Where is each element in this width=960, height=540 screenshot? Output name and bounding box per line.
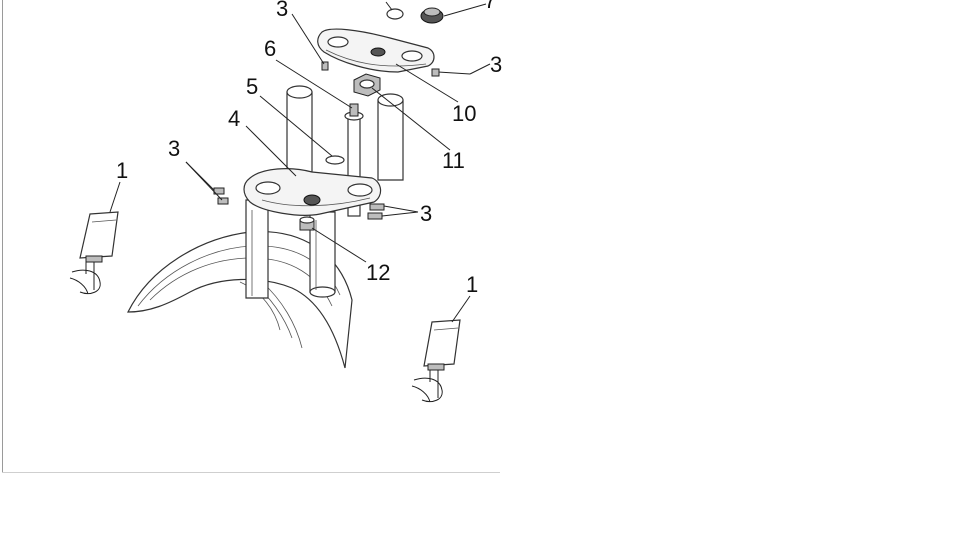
clamp-bolts-right (367, 203, 385, 220)
clamp-bolts-left (213, 187, 229, 205)
callout-12: 12 (366, 260, 390, 285)
long-bolt-right (431, 68, 471, 77)
top-cap-nut (386, 7, 444, 24)
lower-triple-clamp (243, 168, 382, 216)
right-fork-tube (309, 93, 404, 298)
callout-4: 4 (228, 106, 240, 131)
upper-triple-clamp (317, 28, 435, 73)
reflector-assembly-right (411, 319, 461, 403)
stem-nut (353, 73, 381, 97)
callout-5: 5 (246, 74, 258, 99)
reflector-assembly-left (69, 211, 119, 295)
callout-3-top-right: 3 (490, 52, 502, 77)
callout-1-right: 1 (466, 272, 478, 297)
callout-3-right: 3 (420, 201, 432, 226)
callout-10: 10 (452, 101, 476, 126)
callout-6: 6 (264, 36, 276, 61)
callout-11: 11 (442, 148, 465, 173)
stem-bushing (299, 216, 315, 231)
callout-3-top: 3 (276, 0, 288, 21)
callout-1-left: 1 (116, 158, 128, 183)
callout-7: 7 (484, 0, 496, 13)
left-fork-tube (245, 85, 313, 299)
callout-3-left: 3 (168, 136, 180, 161)
leader-lines (109, 1, 491, 323)
